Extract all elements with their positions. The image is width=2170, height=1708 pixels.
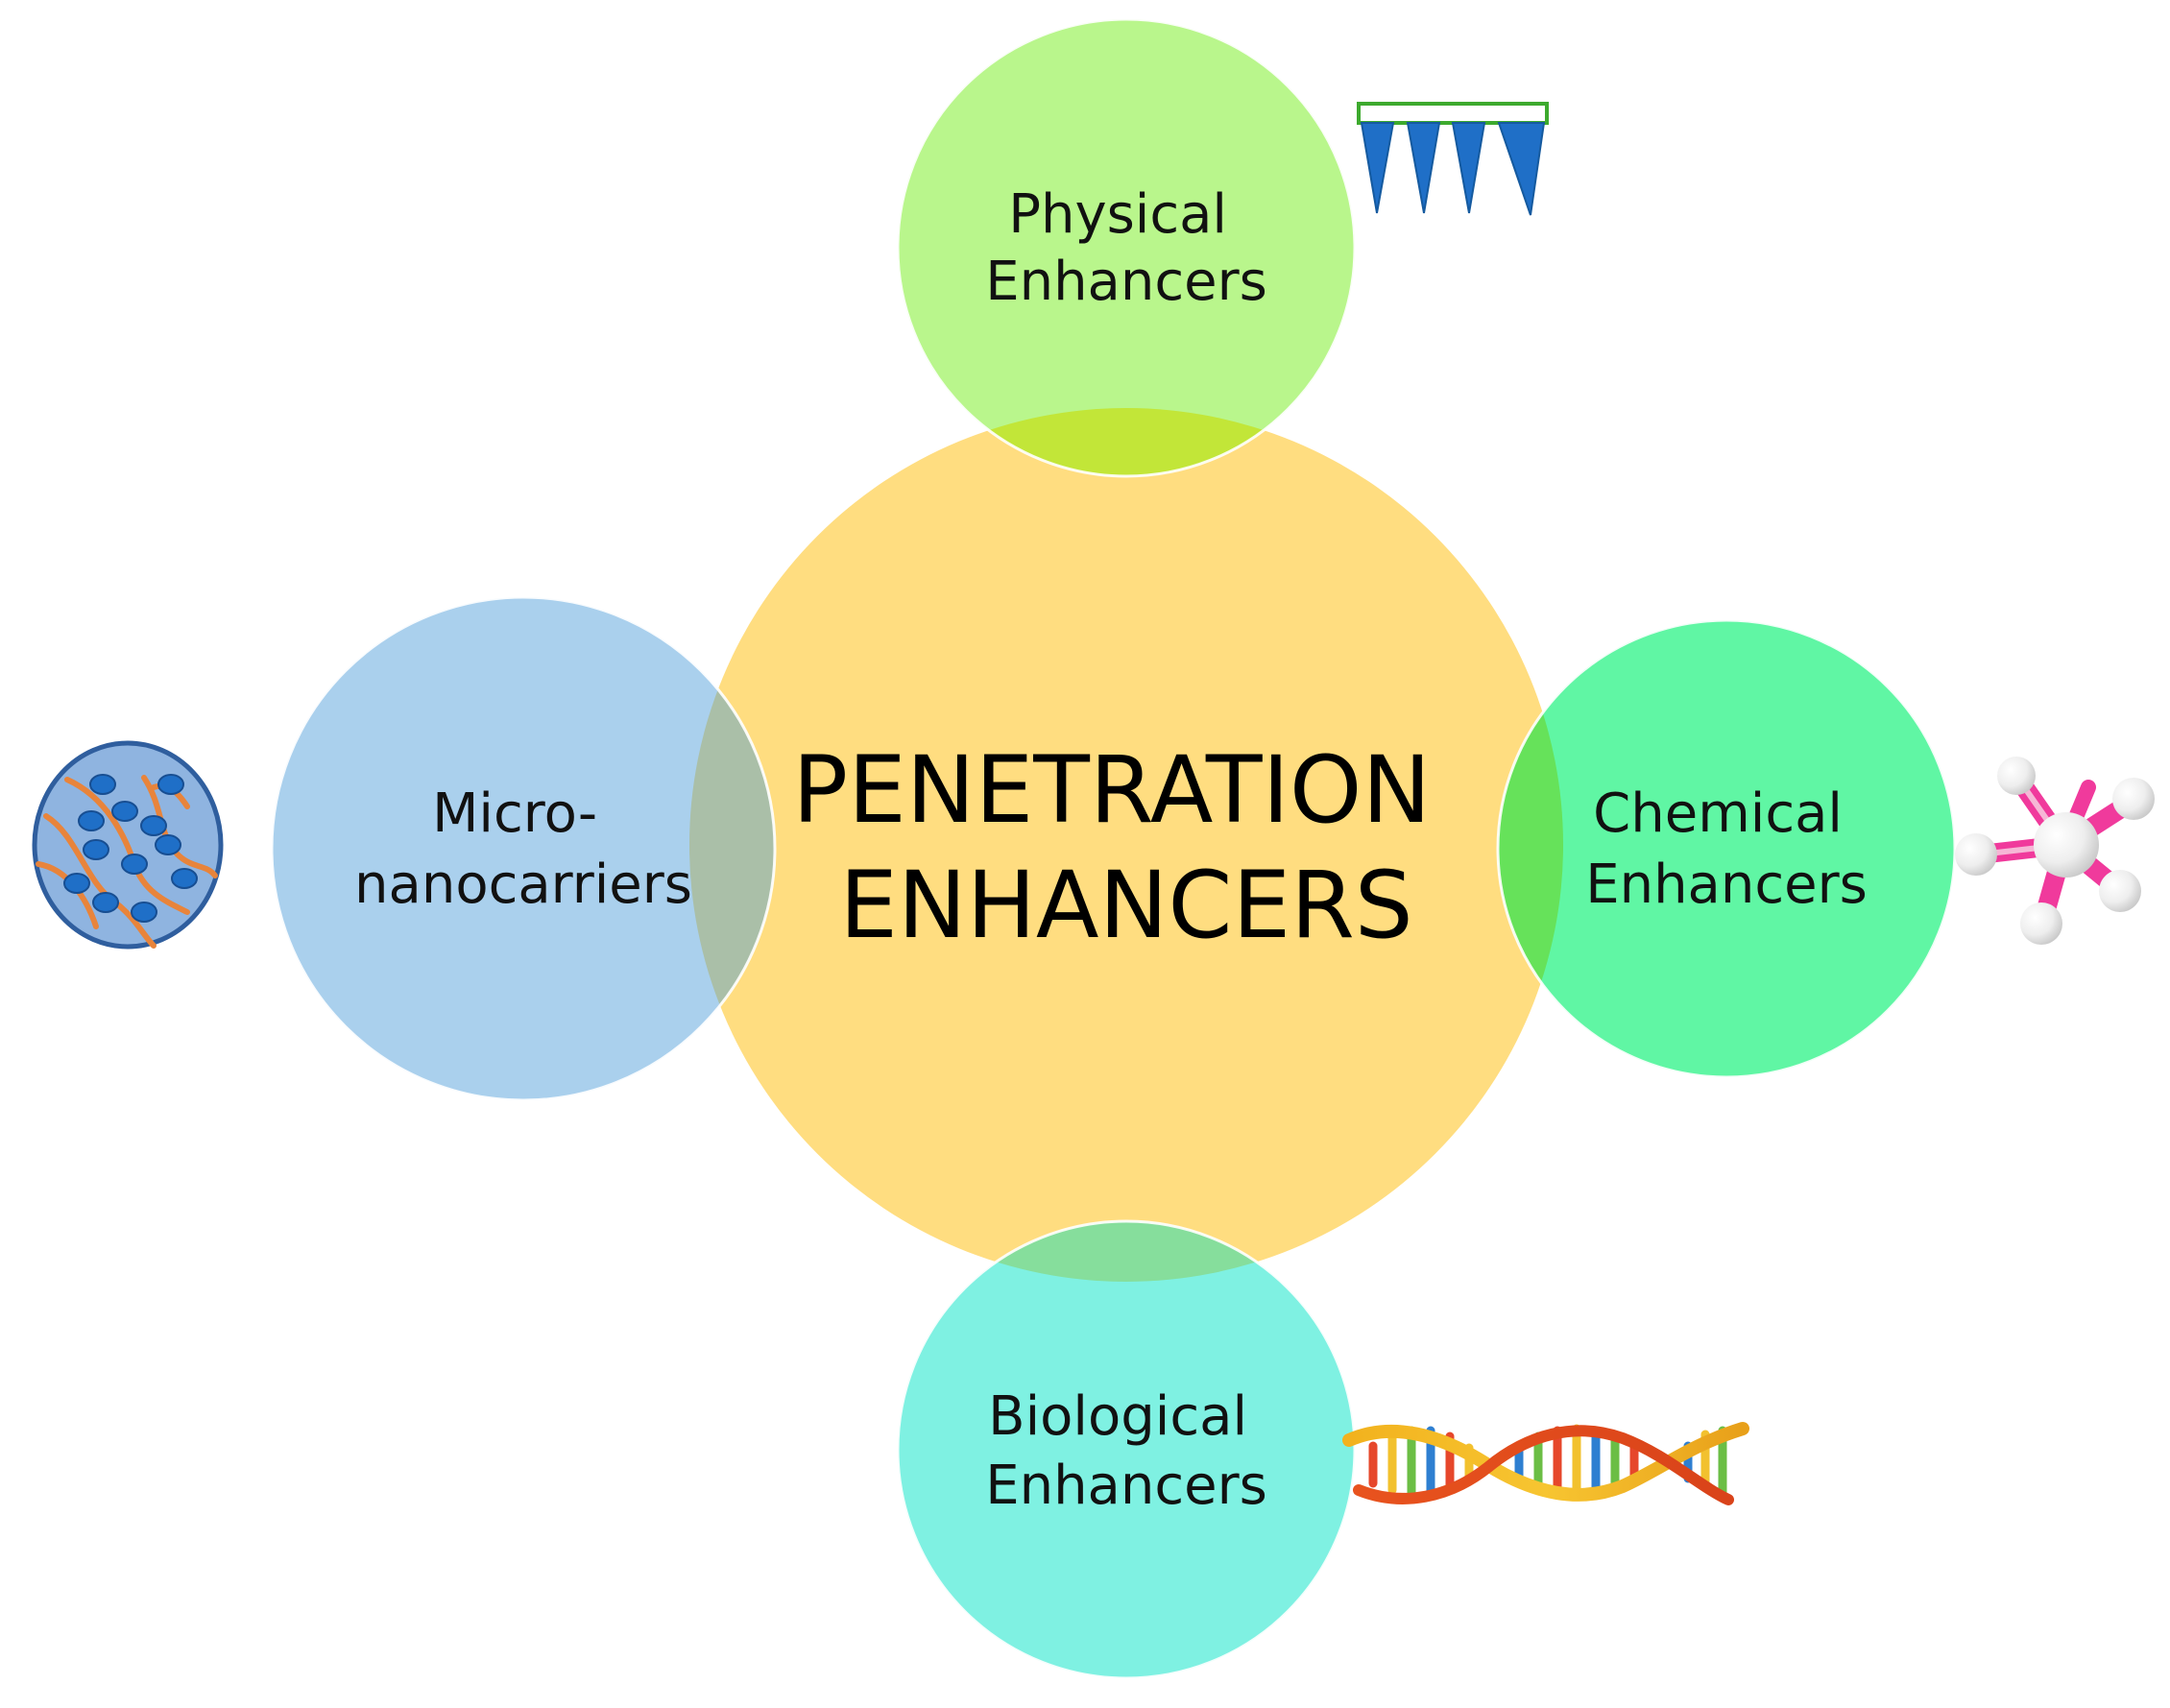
biological-enhancers-label: Biological Enhancers (985, 1385, 1267, 1517)
center-circle (689, 408, 1563, 1282)
dna-helix-icon (1342, 1422, 1749, 1505)
chemical-enhancers-circle (1498, 620, 1955, 1077)
micro-nanocarriers-circle (272, 597, 775, 1100)
physical-enhancers-label: Physical Enhancers (985, 183, 1267, 313)
physical-enhancers-circle (898, 19, 1355, 476)
center-label: PENETRATION ENHANCERS (792, 736, 1460, 959)
molecule-icon (1955, 757, 2155, 945)
chemical-enhancers-label: Chemical Enhancers (1585, 782, 1868, 916)
microneedle-array-icon (1357, 102, 1549, 216)
biological-enhancers-circle (898, 1221, 1355, 1678)
micro-nanocarriers-label: Micro- nanocarriers (354, 782, 692, 916)
nanocarrier-particle-icon (32, 740, 224, 950)
